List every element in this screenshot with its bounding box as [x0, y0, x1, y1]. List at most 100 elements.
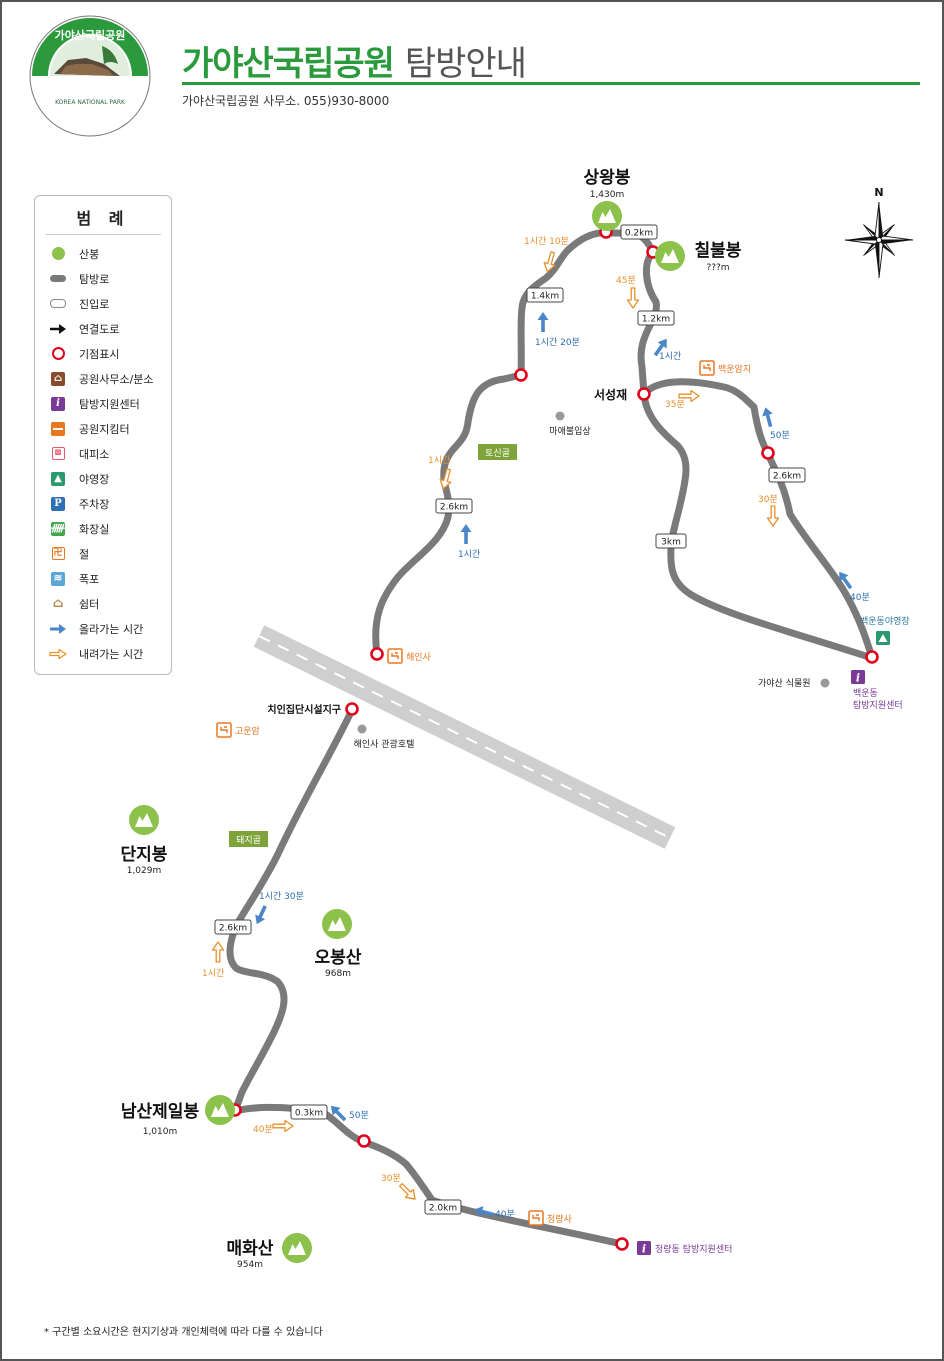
place-haeinsa: 해인사: [406, 652, 432, 663]
legend-label: 주차장: [79, 497, 110, 511]
campground-icon: [876, 631, 890, 645]
logo-text-bottom: KOREA NATIONAL PARK: [55, 99, 126, 106]
legend-item: i 탐방지원센터: [49, 391, 154, 416]
peak-icon: [592, 201, 622, 231]
parking-icon: P: [49, 496, 67, 512]
place-cheongnyang-center: 청량동 탐방지원센터: [655, 1243, 732, 1255]
svg-text:2.6km: 2.6km: [773, 472, 801, 482]
office-contact: 가야산국립공원 사무소. 055)930-8000: [182, 94, 390, 108]
peak-name: 매화산: [227, 1239, 274, 1259]
uphill-arrow-icon: [460, 524, 472, 544]
svg-text:1.4km: 1.4km: [531, 292, 559, 302]
peak-name: 칠불봉: [695, 240, 742, 261]
downhill-arrow-icon: [396, 1180, 420, 1204]
legend-label: 연결도로: [79, 322, 120, 336]
distance-marker: 2.6km: [435, 498, 473, 514]
time-label: 50분: [349, 1110, 369, 1121]
downhill-arrow-icon: [626, 287, 640, 309]
peak-icon: [282, 1233, 312, 1263]
peak-elevation: 1,029m: [127, 866, 162, 876]
logo-text-top: 가야산국립공원: [55, 28, 126, 42]
valley-tag: [478, 444, 517, 460]
svg-text:0.2km: 0.2km: [625, 229, 653, 239]
place-seoseongjae: 서성재: [594, 387, 627, 402]
place-botanical: 가야산 식물원: [758, 678, 811, 689]
peak-elevation: ???m: [706, 263, 729, 273]
legend-title: 범 례: [76, 209, 130, 228]
legend-item: 올라가는 시간: [49, 616, 154, 641]
peak-elevation: 968m: [325, 969, 351, 979]
time-label: 1시간 10분: [524, 236, 569, 247]
time-label: 30분: [758, 494, 778, 505]
place-dwaejigol: 돼지골: [236, 835, 261, 846]
peak-name: 남산제일봉: [121, 1102, 200, 1122]
time-label: 40분: [495, 1209, 515, 1220]
start-point-icon: [345, 702, 359, 716]
compass-rose: N: [844, 186, 914, 279]
svg-text:2.6km: 2.6km: [219, 924, 247, 934]
legend-label: 산봉: [79, 247, 100, 261]
footnote: * 구간별 소요시간은 현지기상과 개인체력에 따라 다를 수 있습니다: [44, 1327, 323, 1338]
legend-panel: 범 례 산봉 탐방로 진입로 연결도로 기점표시 ⌂ 공원사무소/분소: [34, 195, 172, 675]
svg-text:1.2km: 1.2km: [642, 315, 670, 325]
time-label: 40분: [253, 1124, 273, 1135]
legend-label: 공원사무소/분소: [79, 372, 154, 386]
start-point-icon: [761, 446, 775, 460]
legend-item: 탐방로: [49, 266, 154, 291]
downhill-arrow-icon: [211, 941, 225, 963]
temple-icon: 卍: [51, 547, 65, 560]
connecting-road-arrow-icon: [49, 321, 67, 337]
legend-label: 공원지킴터: [79, 422, 130, 436]
visitor-center-icon: i: [49, 396, 67, 412]
uphill-arrow-icon: [49, 621, 67, 637]
legend-item: 산봉: [49, 241, 154, 266]
peak-obong: 오봉산 968m: [315, 909, 362, 979]
temple-icon: [387, 648, 403, 664]
time-label: 1시간 30분: [259, 891, 304, 902]
place-baegun-amji: 백운암지: [718, 363, 751, 375]
peak-name: 오봉산: [315, 948, 362, 968]
legend-item: 공원지킴터: [49, 416, 154, 441]
waterfall-icon: ≋: [49, 571, 67, 587]
legend-item: 진입로: [49, 291, 154, 316]
visitor-center-icon: [637, 1241, 651, 1256]
legend-item: ⌂ 쉼터: [49, 591, 154, 616]
legend-item: ⊠ 대피소: [49, 441, 154, 466]
legend-label: 올라가는 시간: [79, 622, 144, 636]
peak-name: 상왕봉: [584, 168, 631, 188]
legend-label: 내려가는 시간: [79, 647, 144, 661]
peak-icon: [655, 241, 685, 271]
park-logo: 가야산국립공원 KOREA NATIONAL PARK: [29, 15, 151, 137]
peak-icon: [205, 1095, 235, 1125]
legend-label: 기점표시: [79, 347, 120, 361]
trail-chiin-namsan: [226, 706, 626, 1248]
place-cheongnyangsa: 청량사: [547, 1213, 573, 1225]
temple-icon: [528, 1210, 544, 1226]
legend-item: 卍 절: [49, 541, 154, 566]
title-rule: [182, 82, 920, 85]
peak-icon: [49, 246, 67, 262]
landmark-dot-icon: [357, 724, 367, 734]
legend-item: ⌂ 공원사무소/분소: [49, 366, 154, 391]
peak-maehwa: 매화산 954m: [227, 1233, 312, 1270]
legend-label: 폭포: [79, 572, 100, 586]
distance-marker: 2.6km: [214, 919, 252, 935]
legend-item: ▲ 야영장: [49, 466, 154, 491]
shelter-icon: ⊠: [49, 446, 67, 462]
time-label: 1시간 20분: [535, 337, 580, 348]
start-point-icon: [637, 387, 651, 401]
temple-icon: [216, 722, 232, 738]
downhill-arrow-icon: [766, 505, 780, 527]
legend-label: 화장실: [79, 522, 110, 536]
peak-name: 단지봉: [121, 845, 168, 865]
trail-icon: [49, 271, 67, 287]
legend-label: 탐방지원센터: [79, 397, 140, 411]
landmark-dot-icon: [820, 678, 830, 688]
legend-item: 내려가는 시간: [49, 641, 154, 666]
restroom-icon: ᚏ: [51, 521, 65, 536]
access-road-icon: [49, 296, 67, 312]
place-tosingol: 토신골: [485, 448, 510, 459]
trail-chilbul-baegun: [637, 248, 876, 662]
legend-label: 쉼터: [79, 597, 100, 611]
legend-item: 기점표시: [49, 341, 154, 366]
